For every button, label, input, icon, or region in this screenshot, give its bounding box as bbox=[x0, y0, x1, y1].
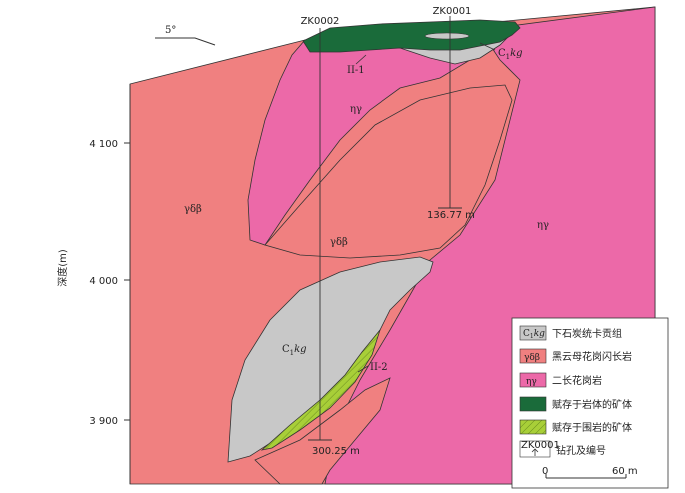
dark-green-swatch bbox=[519, 396, 547, 412]
svg-text:II-1: II-1 bbox=[347, 65, 365, 76]
svg-text:C1kg: C1kg bbox=[498, 48, 523, 61]
legend-item-ore-intrusive: 赋存于岩体的矿体 bbox=[519, 396, 632, 412]
svg-text:136.77 m: 136.77 m bbox=[427, 210, 475, 221]
ore-gray-inclusion bbox=[424, 32, 470, 40]
legend-item-c1kg: C1kg 下石炭统卡贡组 bbox=[519, 325, 622, 341]
depth-tick-3900: 3 900 bbox=[89, 416, 118, 427]
pink-swatch bbox=[519, 348, 547, 364]
legend-item-ore-wallrock: 赋存于围岩的矿体 bbox=[519, 419, 632, 435]
legend: C1kg 下石炭统卡贡组 γδβ 黑云母花岗闪长岩 ηγ 二长花岗岩 赋存于岩体… bbox=[511, 317, 669, 489]
depth-axis-label: 深度(m) bbox=[56, 249, 69, 287]
svg-text:下石炭统卡贡组: 下石炭统卡贡组 bbox=[552, 327, 622, 340]
svg-text:60 m: 60 m bbox=[612, 466, 638, 477]
scale-bar: 0 60 m bbox=[542, 466, 638, 479]
svg-text:二长花岗岩: 二长花岗岩 bbox=[552, 374, 602, 387]
svg-text:钻孔及编号: 钻孔及编号 bbox=[556, 444, 606, 457]
svg-text:ZK0001: ZK0001 bbox=[521, 440, 560, 451]
svg-text:ηγ: ηγ bbox=[526, 377, 537, 387]
svg-text:γδβ: γδβ bbox=[524, 353, 540, 363]
ore-body-ii-2 bbox=[260, 329, 381, 451]
svg-text:300.25 m: 300.25 m bbox=[312, 446, 360, 457]
ore-body-ii-1 bbox=[302, 19, 521, 53]
svg-text:5°: 5° bbox=[165, 25, 176, 36]
svg-text:ZK0001: ZK0001 bbox=[433, 6, 472, 17]
svg-text:黑云母花岗闪长岩: 黑云母花岗闪长岩 bbox=[552, 350, 632, 363]
drillhole-zk0002: ZK0002 300.25 m bbox=[301, 16, 360, 457]
hatched-green-swatch bbox=[519, 419, 547, 435]
drillhole-zk0001: ZK0001 136.77 m bbox=[427, 6, 475, 221]
legend-item-drillhole: ZK0001 钻孔及编号 bbox=[519, 440, 606, 458]
svg-text:C1kg: C1kg bbox=[282, 344, 307, 357]
magenta-swatch bbox=[519, 372, 547, 388]
svg-text:赋存于围岩的矿体: 赋存于围岩的矿体 bbox=[552, 421, 632, 434]
orientation-marker: 5° bbox=[155, 25, 216, 46]
svg-text:0: 0 bbox=[542, 466, 548, 477]
svg-text:ηγ: ηγ bbox=[537, 220, 549, 231]
svg-text:ZK0002: ZK0002 bbox=[301, 16, 340, 27]
svg-text:ηγ: ηγ bbox=[350, 104, 362, 115]
map-labels: II-1 ηγ ηγ γδβ γδβ C1kg C1kg II-2 bbox=[184, 42, 549, 373]
gray-swatch bbox=[519, 325, 547, 341]
svg-text:C1kg: C1kg bbox=[523, 329, 545, 340]
depth-tick-4100: 4 100 bbox=[89, 139, 118, 150]
svg-text:γδβ: γδβ bbox=[184, 204, 202, 215]
svg-text:γδβ: γδβ bbox=[330, 237, 348, 248]
depth-axis: 4 100 4 000 3 900 深度(m) bbox=[56, 139, 130, 427]
svg-text:赋存于岩体的矿体: 赋存于岩体的矿体 bbox=[552, 398, 632, 411]
legend-item-granodiorite: γδβ 黑云母花岗闪长岩 bbox=[519, 348, 632, 364]
legend-item-monzogranite: ηγ 二长花岗岩 bbox=[519, 372, 602, 388]
svg-text:II-2: II-2 bbox=[370, 362, 388, 373]
depth-tick-4000: 4 000 bbox=[89, 276, 118, 287]
granodiorite-wedge bbox=[254, 377, 391, 485]
